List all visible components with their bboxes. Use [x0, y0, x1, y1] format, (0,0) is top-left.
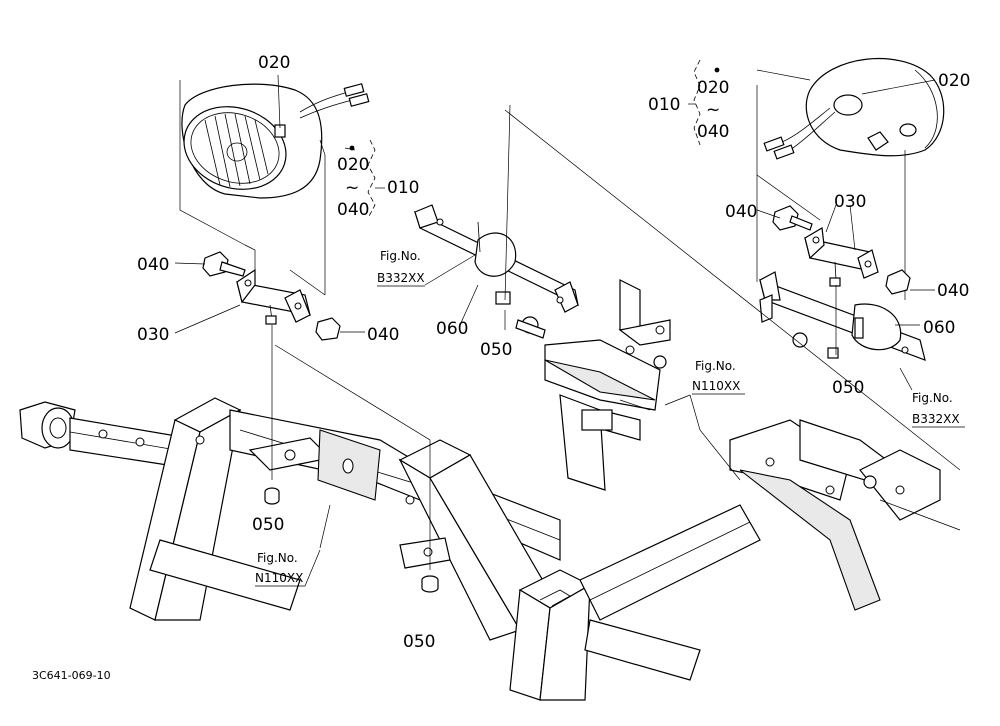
lamp-lens-pattern: [204, 113, 269, 188]
right-bracket-frame: [729, 419, 961, 611]
leader-lines: [174, 69, 961, 570]
left-bracket-030: [236, 244, 326, 325]
label-left-range-tilde: ~: [345, 178, 359, 198]
right-range-bracket: [693, 59, 701, 146]
right-bracket-030: [804, 227, 879, 287]
right-bolt-040-b: [885, 269, 911, 295]
label-left-range-start: 020: [337, 155, 369, 175]
left-bolt-040-b: [315, 317, 341, 341]
label-right-range-end: 040: [697, 122, 729, 142]
part-labels: 020 020 ~ 040 010 040 030 040 050 060 05…: [137, 53, 970, 652]
label-right-050: 050: [832, 378, 864, 398]
center-support-plate: [414, 204, 579, 339]
figref-n110-center-line2: N110XX: [692, 379, 740, 393]
diagram-id: 3C641-069-10: [32, 669, 111, 682]
label-left-group: 010: [387, 178, 419, 198]
right-support-plate: [759, 271, 926, 361]
figure-references: Fig.No. B332XX Fig.No. N110XX Fig.No. N1…: [255, 249, 965, 587]
left-lamp-assembly: [179, 80, 370, 295]
left-range-dot: [349, 145, 355, 151]
label-right-range-start: 020: [697, 78, 729, 98]
label-left-030: 030: [137, 325, 169, 345]
label-right-range-tilde: ~: [706, 100, 720, 120]
label-center-050: 050: [480, 340, 512, 360]
center-bracket-frame: [544, 279, 671, 491]
figref-b332-right-line2: B332XX: [912, 412, 960, 426]
label-center-050-lower: 050: [403, 632, 435, 652]
label-left-range-end: 040: [337, 200, 369, 220]
figref-n110-center-line1: Fig.No.: [695, 359, 736, 373]
tractor-frame: [19, 397, 761, 701]
label-right-030: 030: [834, 192, 866, 212]
left-bolt-040-a: [202, 251, 246, 277]
left-range-bracket: [367, 139, 376, 219]
label-center-060: 060: [436, 319, 468, 339]
nut-050-left: [264, 487, 280, 505]
label-right-group: 010: [648, 95, 680, 115]
figref-n110-left-underline: [255, 549, 321, 587]
nut-050-lower: [421, 575, 439, 593]
label-left-020: 020: [258, 53, 290, 73]
figref-b332-left-line2: B332XX: [377, 271, 425, 285]
label-right-060: 060: [923, 318, 955, 338]
figref-n110-left-line2: N110XX: [255, 571, 303, 585]
right-range-dot: [714, 67, 720, 73]
label-left-040-b: 040: [367, 325, 399, 345]
right-bolt-040-a: [772, 205, 813, 231]
figref-n110-left-line1: Fig.No.: [257, 551, 298, 565]
label-left-040-a: 040: [137, 255, 169, 275]
figref-b332-right-line1: Fig.No.: [912, 391, 953, 405]
label-left-050: 050: [252, 515, 284, 535]
label-right-040-a: 040: [725, 202, 757, 222]
right-lamp-assembly: [756, 57, 945, 300]
figref-b332-left-line1: Fig.No.: [380, 249, 421, 263]
label-right-020: 020: [938, 71, 970, 91]
label-right-040-b: 040: [937, 281, 969, 301]
